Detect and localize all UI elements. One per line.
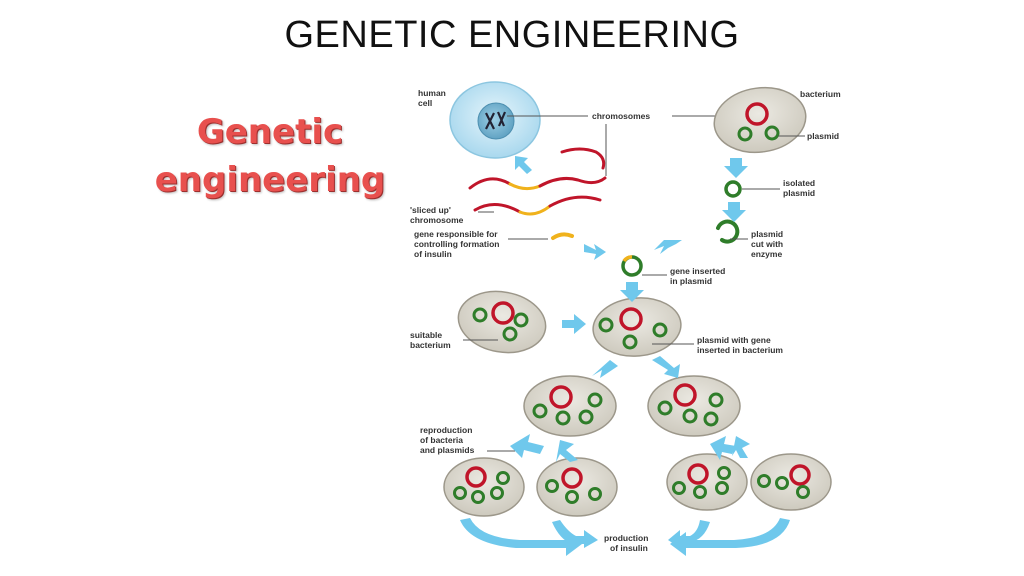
bacterium-gen2-left xyxy=(523,375,617,437)
label-gene-inserted: in plasmid xyxy=(670,276,712,286)
label-human-cell: human xyxy=(418,88,446,98)
arrow-to-insulin-right-inner xyxy=(668,520,710,548)
arrow-split-left xyxy=(710,436,736,460)
arrow-down xyxy=(722,202,746,222)
arrow-split-right xyxy=(556,440,578,462)
bacterium-top xyxy=(713,86,807,154)
sliced-chromosome xyxy=(468,147,607,216)
label-sliced-chromosome: chromosome xyxy=(410,215,464,225)
label-isolated-plasmid: isolated xyxy=(783,178,815,188)
bacterium-gen3-1 xyxy=(443,457,525,517)
label-reproduction: reproduction xyxy=(420,425,472,435)
arrow-right xyxy=(584,244,606,260)
arrow-left xyxy=(654,240,682,254)
label-plasmid-cut: plasmid xyxy=(751,229,783,239)
arrow-down xyxy=(620,282,644,302)
label-sliced-chromosome: 'sliced up' xyxy=(410,205,451,215)
arrow-split-right xyxy=(732,436,750,458)
suitable-bacterium xyxy=(457,290,547,354)
label-plasmid-cut: cut with xyxy=(751,239,783,249)
recombinant-bacterium xyxy=(592,297,682,357)
plasmid-ring xyxy=(764,125,780,141)
arrow-down-left xyxy=(592,360,618,378)
label-plasmid-with-gene: inserted in bacterium xyxy=(697,345,783,355)
label-gene: of insulin xyxy=(414,249,452,259)
label-plasmid-with-gene: plasmid with gene xyxy=(697,335,771,345)
arrow-split-left xyxy=(510,434,544,458)
label-isolated-plasmid: plasmid xyxy=(783,188,815,198)
arrow-to-insulin-right xyxy=(670,518,790,556)
chromosome-ring xyxy=(745,102,769,126)
bacterium-gen3-2 xyxy=(536,457,618,517)
arrow-down-right xyxy=(515,156,532,174)
cut-plasmid xyxy=(716,219,740,244)
label-bacterium: bacterium xyxy=(800,89,841,99)
label-production: production xyxy=(604,533,648,543)
label-reproduction: and plasmids xyxy=(420,445,475,455)
isolated-plasmid xyxy=(724,180,742,198)
chromosome-x-icon xyxy=(496,111,507,127)
label-suitable-bacterium: suitable xyxy=(410,330,442,340)
inserted-gene xyxy=(622,255,633,263)
nucleus xyxy=(477,102,515,140)
arrow-right xyxy=(562,314,586,334)
slide-title: GENETIC ENGINEERING xyxy=(284,14,740,56)
label-reproduction: of bacteria xyxy=(420,435,463,445)
insulin-gene xyxy=(551,232,574,240)
word-art-genetic: Genetic xyxy=(196,112,344,152)
label-plasmid-cut: enzyme xyxy=(751,249,782,259)
label-gene: controlling formation xyxy=(414,239,499,249)
chromosome-x-icon xyxy=(485,112,495,130)
arrow-to-insulin-left xyxy=(460,518,582,556)
label-plasmid: plasmid xyxy=(807,131,839,141)
arrow-to-insulin-left-inner xyxy=(552,520,598,548)
arrow-down xyxy=(724,158,748,178)
label-production: of insulin xyxy=(610,543,648,553)
label-suitable-bacterium: bacterium xyxy=(410,340,451,350)
label-gene: gene responsible for xyxy=(414,229,498,239)
bacterium-gen2-right xyxy=(647,375,741,437)
human-cell xyxy=(449,81,541,159)
word-art-engineering: engineering xyxy=(154,160,386,200)
bacterium-gen3-4 xyxy=(750,453,832,511)
plasmid-ring xyxy=(737,126,753,142)
bacterium-gen3-3 xyxy=(666,453,748,511)
arrow-down-right xyxy=(652,356,680,378)
label-chromosomes: chromosomes xyxy=(592,111,650,121)
label-gene-inserted: gene inserted xyxy=(670,266,725,276)
label-human-cell: cell xyxy=(418,98,432,108)
